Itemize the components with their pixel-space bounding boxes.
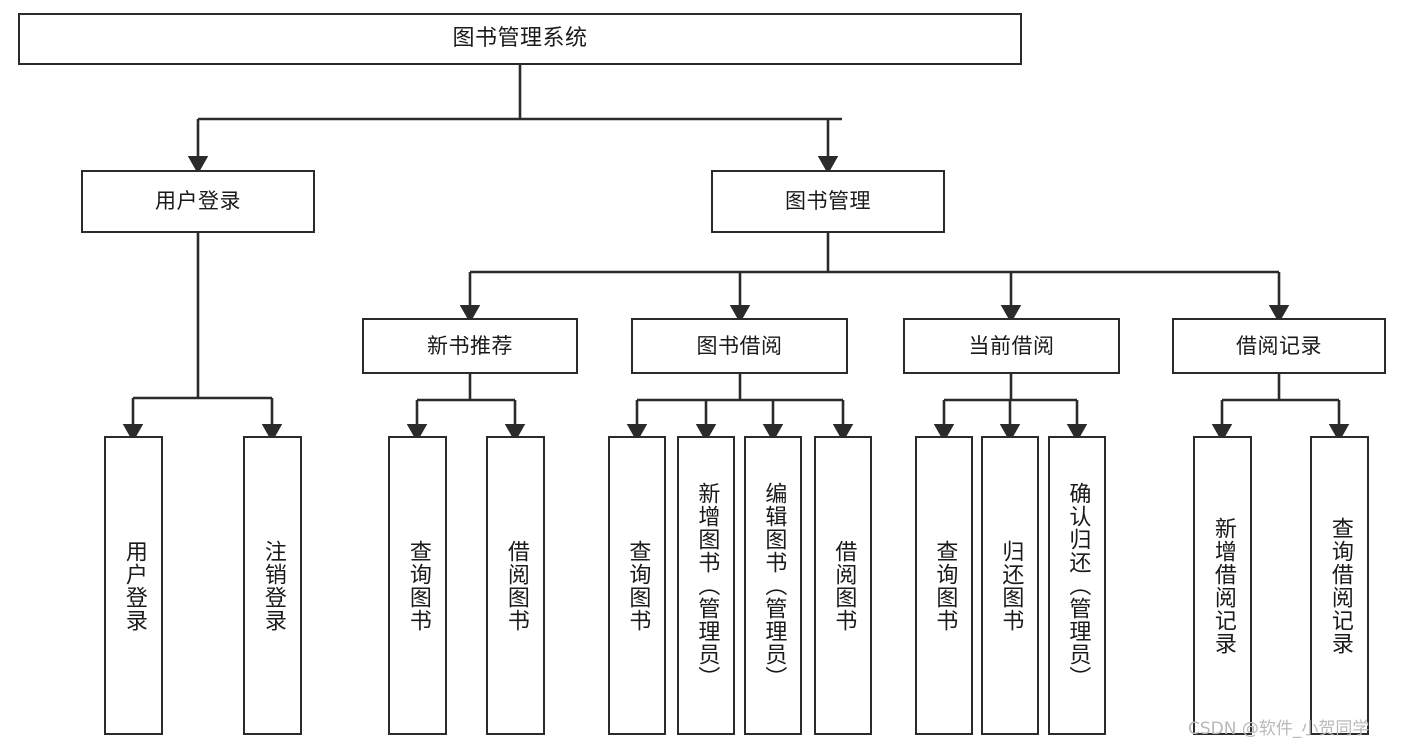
node-label: 借阅图书 [831, 539, 857, 632]
node-user-login[interactable]: 用户登录 [81, 170, 315, 233]
node-borrow-records[interactable]: 借阅记录 [1172, 318, 1386, 374]
leaf-logout[interactable]: 注销登录 [243, 436, 302, 735]
node-book-management[interactable]: 图书管理 [711, 170, 945, 233]
node-label: 归还图书 [998, 539, 1024, 632]
watermark: CSDN @软件_小贺同学 [1188, 719, 1370, 739]
node-label: 图书管理系统 [452, 26, 588, 52]
leaf-query-book-current[interactable]: 查询图书 [915, 436, 973, 735]
node-label: 图书管理 [785, 189, 871, 214]
node-label: 借阅图书 [503, 539, 529, 632]
leaf-query-book-borrow[interactable]: 查询图书 [608, 436, 666, 735]
node-label: 注销登录 [260, 539, 286, 632]
node-label: 新增借阅记录 [1210, 516, 1236, 655]
node-label: 新书推荐 [427, 333, 513, 358]
node-label: 借阅记录 [1236, 333, 1322, 358]
node-label: 用户登录 [121, 539, 147, 632]
node-label: 查询图书 [405, 539, 431, 632]
leaf-borrow-book-recommend[interactable]: 借阅图书 [486, 436, 545, 735]
leaf-return-book[interactable]: 归还图书 [981, 436, 1039, 735]
leaf-add-book-admin[interactable]: 新增图书（管理员） [677, 436, 735, 735]
node-label: 查询图书 [625, 539, 651, 632]
node-book-borrow[interactable]: 图书借阅 [631, 318, 848, 374]
node-current-borrow[interactable]: 当前借阅 [903, 318, 1120, 374]
leaf-confirm-return-admin[interactable]: 确认归还（管理员） [1048, 436, 1106, 735]
node-label: 查询借阅记录 [1327, 516, 1353, 655]
node-label: 查询图书 [932, 539, 958, 632]
node-root-system[interactable]: 图书管理系统 [18, 13, 1022, 65]
node-label: 确认归还（管理员） [1065, 482, 1091, 689]
node-new-book-recommend[interactable]: 新书推荐 [362, 318, 578, 374]
leaf-query-borrow-record[interactable]: 查询借阅记录 [1310, 436, 1369, 735]
leaf-user-login[interactable]: 用户登录 [104, 436, 163, 735]
leaf-add-borrow-record[interactable]: 新增借阅记录 [1193, 436, 1252, 735]
node-label: 当前借阅 [968, 333, 1055, 358]
leaf-edit-book-admin[interactable]: 编辑图书（管理员） [744, 436, 802, 735]
node-label: 用户登录 [155, 189, 241, 214]
leaf-borrow-book[interactable]: 借阅图书 [814, 436, 872, 735]
node-label: 图书借阅 [696, 333, 783, 358]
node-label: 新增图书（管理员） [694, 482, 720, 689]
node-label: 编辑图书（管理员） [761, 482, 787, 689]
leaf-query-book-recommend[interactable]: 查询图书 [388, 436, 447, 735]
